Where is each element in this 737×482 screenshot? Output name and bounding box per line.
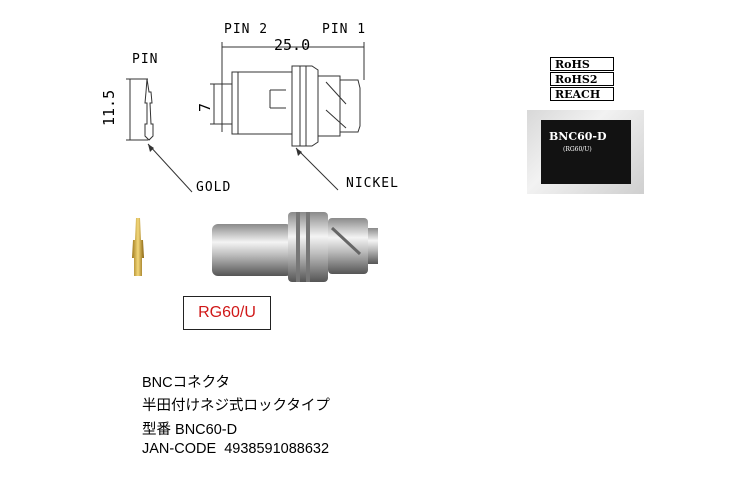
drawing-lines [126, 42, 365, 193]
jan-code: 4938591088632 [224, 441, 330, 457]
product-description: 半田付けネジ式ロックタイプ [142, 398, 330, 414]
technical-drawing: PIN 11.5 PIN 2 PIN 1 25.0 7 GOLD NICKEL [0, 0, 420, 210]
jan-line: JAN-CODE 4938591088632 [142, 441, 329, 457]
model-number: BNC60-D [175, 422, 238, 438]
package-subtitle: (RG60/U) [563, 146, 592, 153]
rohs-badge: RoHS [550, 57, 614, 71]
diameter-dimension: 7 [196, 102, 214, 112]
pin1-label: PIN 1 [322, 22, 367, 37]
gold-label: GOLD [196, 180, 232, 195]
jan-label: JAN-CODE [142, 441, 217, 457]
connector-illustration [132, 212, 378, 282]
pin-height-dimension: 11.5 [100, 89, 118, 126]
product-photo [120, 198, 390, 290]
pin2-label: PIN 2 [224, 22, 269, 37]
rohs2-badge: RoHS2 [550, 72, 614, 86]
package-title: BNC60-D [549, 130, 607, 143]
model-line: 型番 BNC60-D [142, 418, 237, 439]
nickel-label: NICKEL [346, 176, 399, 191]
product-category: BNCコネクタ [142, 375, 231, 391]
length-dimension: 25.0 [274, 36, 311, 54]
package-photo: BNC60-D (RG60/U) [527, 110, 644, 194]
cable-type-box: RG60/U [183, 296, 271, 330]
pin-title: PIN [132, 52, 159, 67]
package-label: BNC60-D (RG60/U) [541, 120, 631, 184]
model-prefix: 型番 [142, 422, 171, 438]
reach-badge: REACH [550, 87, 614, 101]
